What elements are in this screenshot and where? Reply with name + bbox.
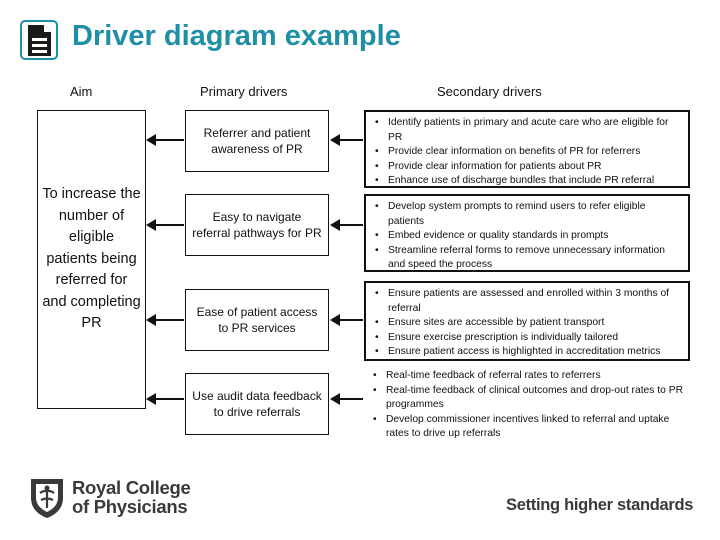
organisation-name-line-1: Royal College — [72, 477, 191, 498]
secondary-item: Enhance use of discharge bundles that in… — [372, 174, 682, 189]
secondary-item: Ensure patients are assessed and enrolle… — [372, 287, 682, 316]
secondary-drivers-header: Secondary drivers — [437, 84, 542, 99]
secondary-item: Provide clear information for patients a… — [372, 160, 682, 175]
arrow-head-8 — [330, 393, 340, 405]
primary-driver-2-text: Easy to navigate referral pathways for P… — [192, 209, 322, 241]
arrow-head-7 — [330, 314, 340, 326]
primary-driver-1-text: Referrer and patient awareness of PR — [203, 125, 311, 157]
secondary-item: Ensure patient access is highlighted in … — [372, 345, 682, 360]
aim-column-header: Aim — [70, 84, 93, 99]
primary-driver-4-text: Use audit data feedback to drive referra… — [192, 388, 322, 420]
page-title: Driver diagram example — [72, 20, 401, 52]
arrow-head-3 — [146, 314, 156, 326]
aim-box: To increase the number of eligible patie… — [37, 110, 146, 409]
secondary-item: Ensure sites are accessible by patient t… — [372, 316, 682, 331]
secondary-item: Develop system prompts to remind users t… — [372, 200, 682, 229]
primary-driver-2: Easy to navigate referral pathways for P… — [185, 194, 329, 256]
crest-icon — [27, 476, 67, 520]
tagline: Setting higher standards — [506, 496, 694, 514]
aim-text: To increase the number of eligible patie… — [42, 186, 141, 332]
secondary-item: Provide clear information on benefits of… — [372, 145, 682, 160]
primary-driver-3-text: Ease of patient access to PR services — [196, 304, 318, 336]
secondary-item: Streamline referral forms to remove unne… — [372, 244, 682, 273]
secondary-drivers-4: Real-time feedback of referral rates to … — [364, 365, 690, 443]
secondary-item: Ensure exercise prescription is individu… — [372, 331, 682, 346]
arrow-head-4 — [146, 393, 156, 405]
secondary-drivers-2: Develop system prompts to remind users t… — [364, 194, 690, 272]
arrow-head-2 — [146, 219, 156, 231]
secondary-item: Real-time feedback of referral rates to … — [370, 369, 684, 384]
organisation-name-line-2: of Physicians — [72, 496, 188, 517]
secondary-item: Real-time feedback of clinical outcomes … — [370, 384, 684, 413]
arrow-head-6 — [330, 219, 340, 231]
secondary-drivers-1: Identify patients in primary and acute c… — [364, 110, 690, 188]
secondary-item: Identify patients in primary and acute c… — [372, 116, 682, 145]
document-icon — [20, 20, 58, 60]
secondary-drivers-3: Ensure patients are assessed and enrolle… — [364, 281, 690, 361]
organisation-name: Royal College of Physicians — [72, 477, 191, 517]
primary-driver-3: Ease of patient access to PR services — [185, 289, 329, 351]
secondary-item: Develop commissioner incentives linked t… — [370, 413, 684, 442]
primary-driver-1: Referrer and patient awareness of PR — [185, 110, 329, 172]
arrow-head-1 — [146, 134, 156, 146]
secondary-item: Embed evidence or quality standards in p… — [372, 229, 682, 244]
primary-drivers-header: Primary drivers — [200, 84, 288, 99]
arrow-head-5 — [330, 134, 340, 146]
primary-driver-4: Use audit data feedback to drive referra… — [185, 373, 329, 435]
